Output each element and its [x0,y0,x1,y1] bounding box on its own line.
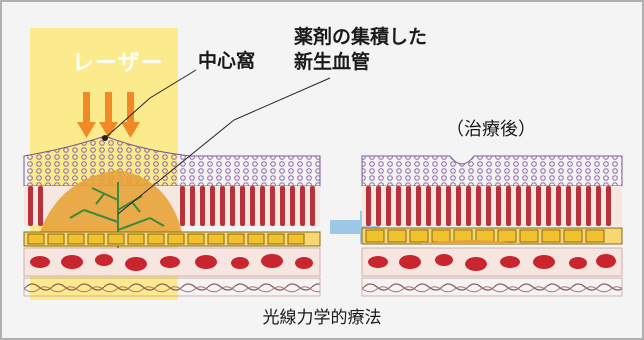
panel-after [362,156,622,296]
drug-neovessel-label-line1: 薬剤の集積した [294,28,427,47]
figure-caption: 光線力学的療法 [0,310,644,327]
laser-label: レーザー [72,53,164,75]
leader-dot-fovea [102,135,108,141]
inner-retina-layer-after [362,156,622,186]
fovea-label: 中心窩 [198,52,255,71]
rpe-layer [24,232,320,246]
drug-neovessel-label-line2: 新生血管 [294,53,370,72]
sclera-layer-after [362,278,622,296]
after-treatment-label: （治療後） [446,121,536,139]
sclera-layer [24,278,320,296]
